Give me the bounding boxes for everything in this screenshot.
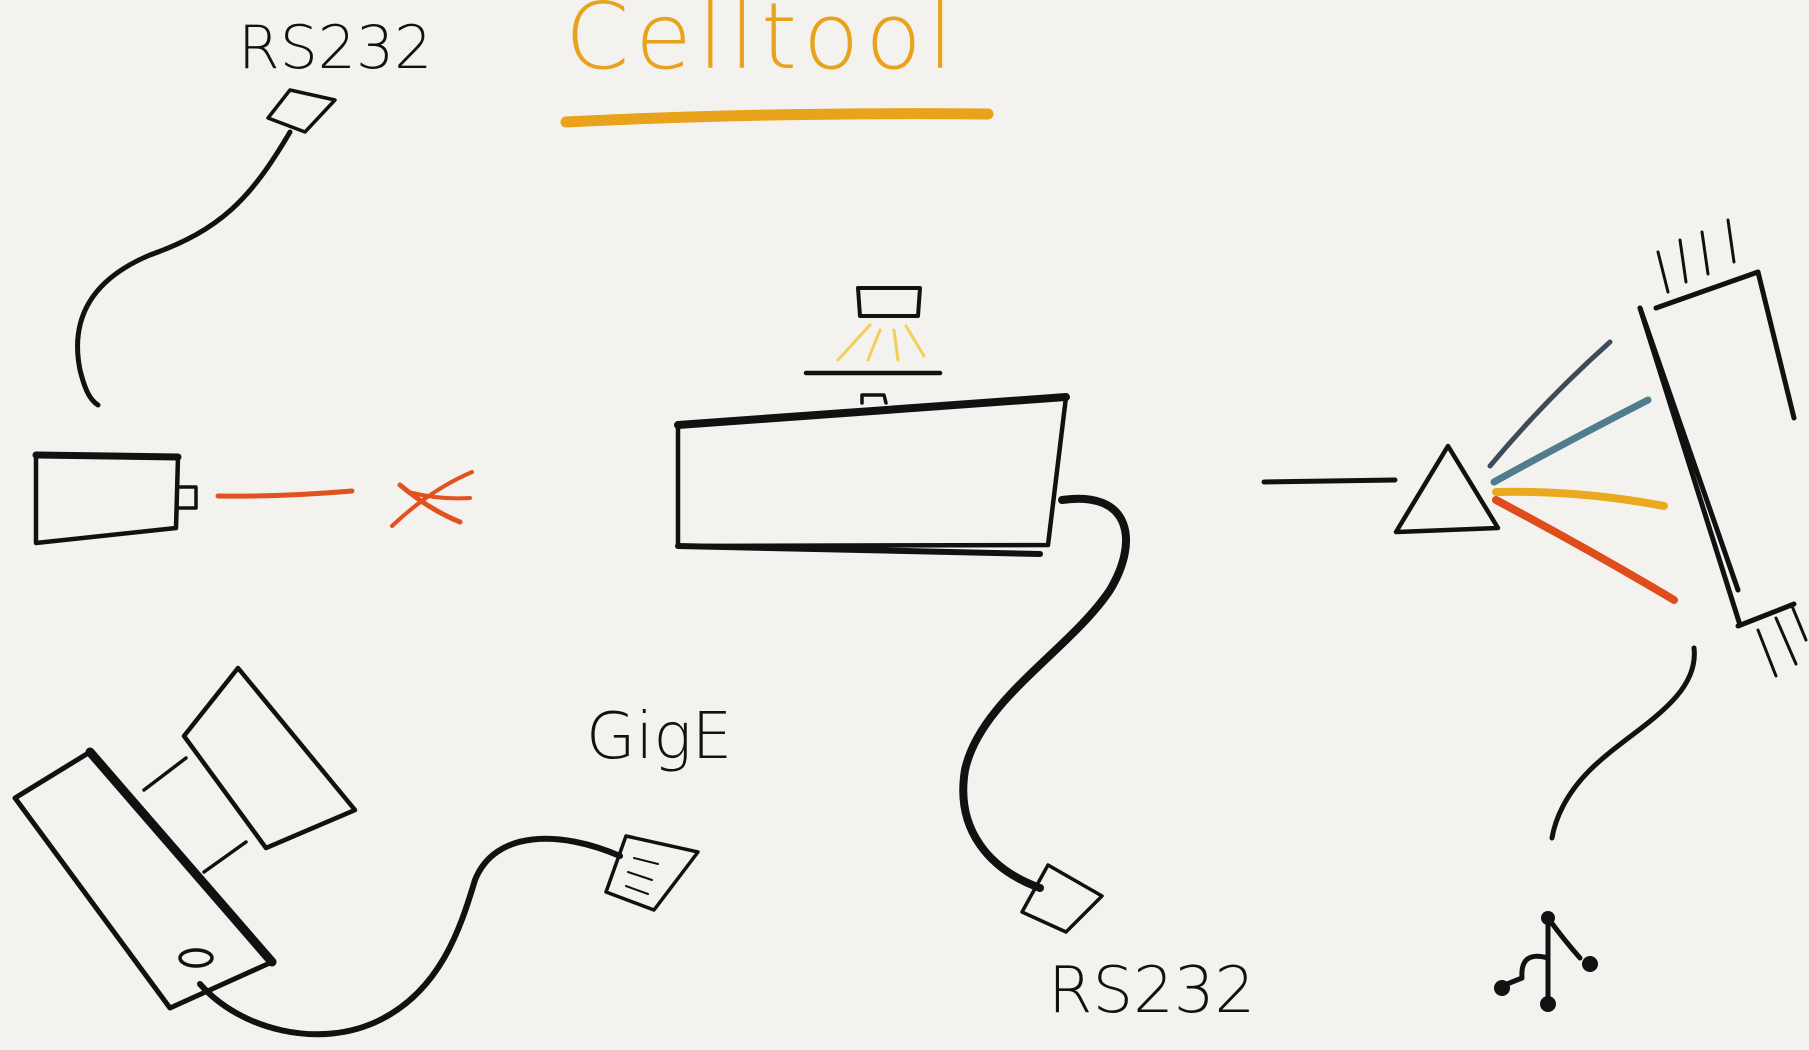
gige-cable [197, 835, 623, 1038]
input-beam [1261, 477, 1398, 485]
stage-group: RS232 [674, 286, 1255, 1028]
gige-connector-icon [604, 834, 700, 912]
camera-icon [181, 665, 358, 851]
title-underline [560, 108, 994, 128]
rs232-bottom-connector-icon [1020, 863, 1104, 934]
left-device-box [33, 452, 181, 546]
rs232-bottom-cable [959, 494, 1131, 892]
usb-cable [1549, 645, 1697, 841]
spectrometer-icon [1637, 218, 1808, 678]
spectrum-ray-teal [1490, 396, 1652, 486]
camera-port [178, 948, 214, 968]
title-group: Celltool [560, 0, 994, 128]
camera-group: GigE [12, 665, 732, 1038]
blocked-x-icon [390, 470, 474, 528]
rs232-top-label: RS232 [238, 13, 432, 83]
spectrometer-group [1261, 218, 1808, 1012]
rs232-bottom-label: RS232 [1048, 954, 1255, 1028]
left-device-group [32, 451, 474, 546]
rs232-top-group: RS232 [75, 13, 432, 408]
rs232-connector-icon [266, 88, 337, 134]
light-source-icon [856, 286, 922, 318]
sample-holder [860, 393, 888, 405]
gige-label: GigE [586, 700, 732, 774]
prism-icon [1393, 443, 1501, 535]
left-device-link [215, 488, 355, 499]
spectrum-ray-blue [1487, 339, 1613, 469]
spectrum-ray-yellow [1492, 487, 1668, 510]
usb-icon [1494, 911, 1598, 1012]
light-rays [836, 323, 926, 362]
rs232-top-cable [75, 129, 293, 408]
title-text: Celltool [565, 0, 959, 90]
spectrum-ray-red [1492, 496, 1678, 604]
left-device-port [176, 485, 198, 510]
